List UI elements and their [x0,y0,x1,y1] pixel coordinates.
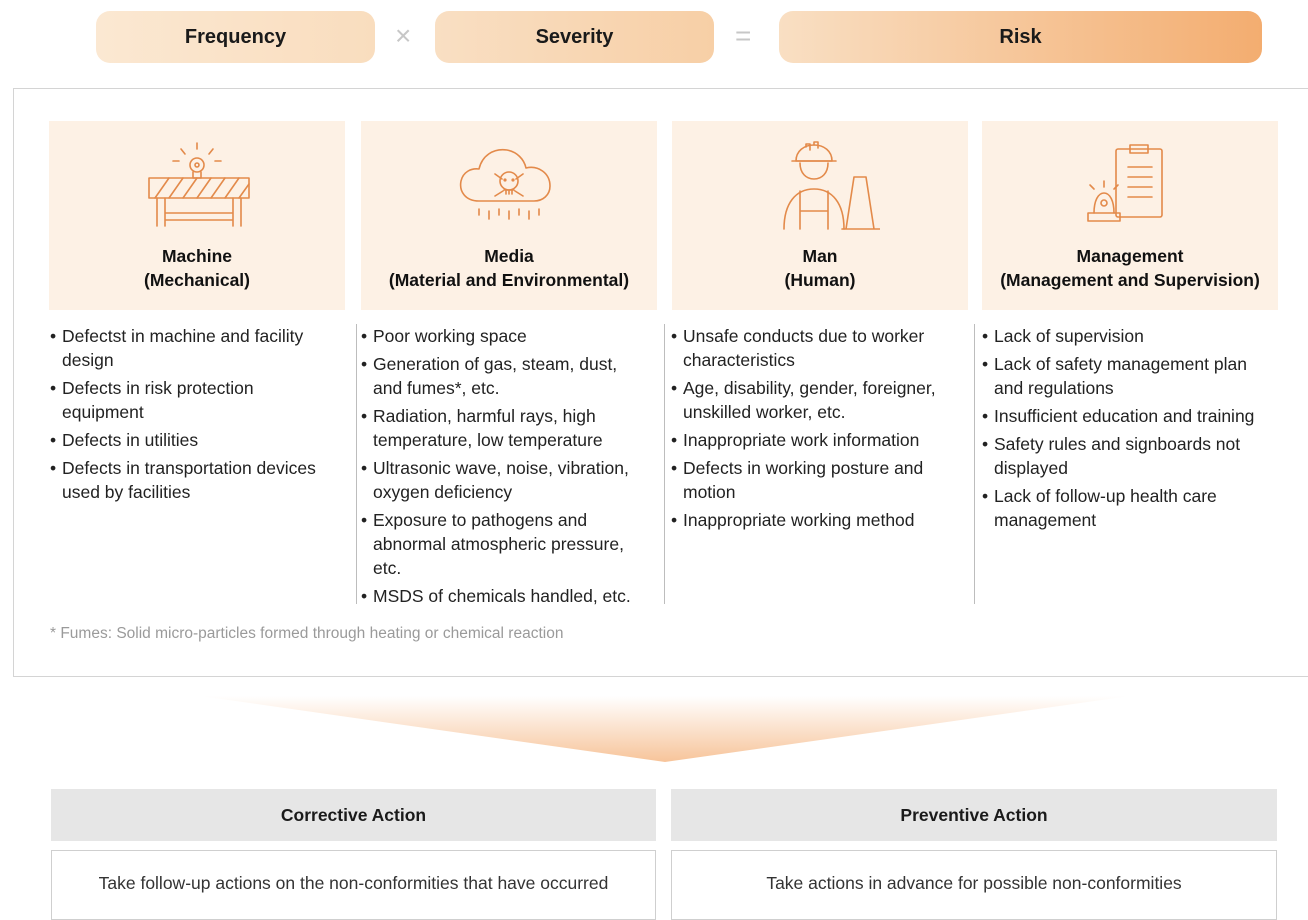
severity-label: Severity [535,25,614,48]
list-item: Exposure to pathogens and abnormal atmos… [361,508,651,580]
factor-subtitle: (Management and Supervision) [1000,270,1260,290]
list-item: Poor working space [361,324,651,348]
factor-card-man: Man (Human) [672,121,968,310]
list-item: Lack of safety management plan and regul… [982,352,1272,400]
factor-subtitle: (Material and Environmental) [388,270,630,290]
preventive-action-title: Preventive Action [900,804,1048,825]
column-divider [356,324,357,604]
factor-title: Media [484,246,534,266]
factor-subtitle: (Human) [784,270,856,290]
preventive-action-header: Preventive Action [671,789,1277,841]
list-item: Generation of gas, steam, dust, and fume… [361,352,651,400]
factor-card-management: Management (Management and Supervision) [982,121,1278,310]
corrective-action-title: Corrective Action [280,804,427,825]
frequency-label: Frequency [184,25,287,48]
clipboard-alarm-icon [982,141,1278,251]
column-divider [664,324,665,604]
risk-factors-panel [13,88,1308,677]
worker-icon [672,141,968,251]
list-item: Radiation, harmful rays, high temperatur… [361,404,651,452]
list-item: Defects in transportation devices used b… [50,456,340,504]
multiply-sign: × [395,20,412,51]
list-item: Inappropriate working method [671,508,961,532]
list-item: MSDS of chemicals handled, etc. [361,584,651,608]
list-item: Defects in utilities [50,428,340,452]
corrective-action-header: Corrective Action [51,789,656,841]
list-item: Unsafe conducts due to worker characteri… [671,324,961,372]
list-item: Lack of supervision [982,324,1272,348]
list-item: Insufficient education and training [982,404,1272,428]
preventive-action-body: Take actions in advance for possible non… [671,850,1277,920]
list-item: Inappropriate work information [671,428,961,452]
list-item: Defects in working posture and motion [671,456,961,504]
machine-factor-list: Defectst in machine and facility design … [50,324,340,508]
factor-title: Man [802,246,838,266]
equals-sign: = [735,20,752,51]
preventive-action-description: Take actions in advance for possible non… [766,873,1182,893]
severity-pill: Severity [435,11,714,63]
funnel-arrow [200,696,1130,762]
list-item: Ultrasonic wave, noise, vibration, oxyge… [361,456,651,504]
footnote: * Fumes: Solid micro-particles formed th… [50,625,564,642]
factor-subtitle: (Mechanical) [144,270,250,290]
risk-label: Risk [999,25,1042,48]
toxic-cloud-icon [361,141,657,251]
column-divider [974,324,975,604]
factor-card-media: Media (Material and Environmental) [361,121,657,310]
factor-title: Management [1076,246,1184,266]
factor-card-machine: Machine (Mechanical) [49,121,345,310]
corrective-action-body: Take follow-up actions on the non-confor… [51,850,656,920]
list-item: Age, disability, gender, foreigner, unsk… [671,376,961,424]
barricade-icon [49,141,345,251]
frequency-pill: Frequency [96,11,375,63]
list-item: Lack of follow-up health care management [982,484,1272,532]
list-item: Defects in risk protection equipment [50,376,340,424]
risk-pill: Risk [779,11,1262,63]
list-item: Safety rules and signboards not displaye… [982,432,1272,480]
man-factor-list: Unsafe conducts due to worker characteri… [671,324,961,536]
corrective-action-description: Take follow-up actions on the non-confor… [98,873,609,893]
list-item: Defectst in machine and facility design [50,324,340,372]
management-factor-list: Lack of supervision Lack of safety manag… [982,324,1272,536]
factor-title: Machine [161,246,233,266]
media-factor-list: Poor working space Generation of gas, st… [361,324,651,612]
